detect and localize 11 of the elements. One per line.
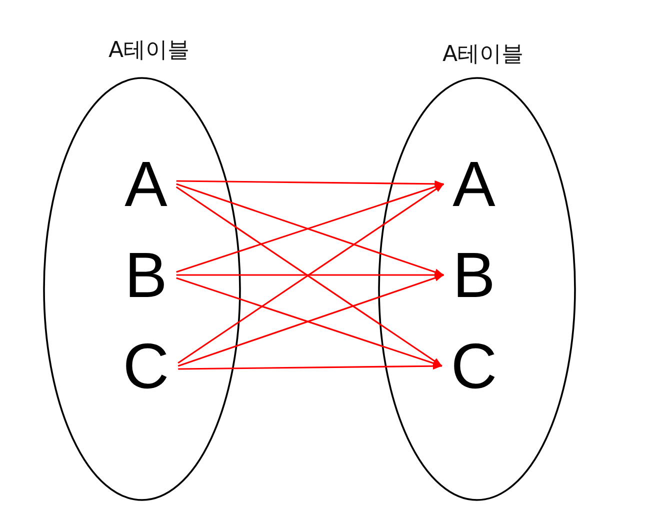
letter-label: B [116, 243, 176, 307]
table-title: A테이블 [442, 41, 524, 69]
arrow [176, 272, 444, 278]
letter-label: A [116, 152, 176, 216]
arrow [178, 362, 442, 370]
letter-label: A [444, 152, 504, 216]
arrow [176, 180, 444, 188]
letter-label: C [114, 334, 178, 398]
letter-label: B [444, 243, 504, 307]
letter-label: C [442, 334, 506, 398]
table-title: A테이블 [108, 37, 190, 65]
